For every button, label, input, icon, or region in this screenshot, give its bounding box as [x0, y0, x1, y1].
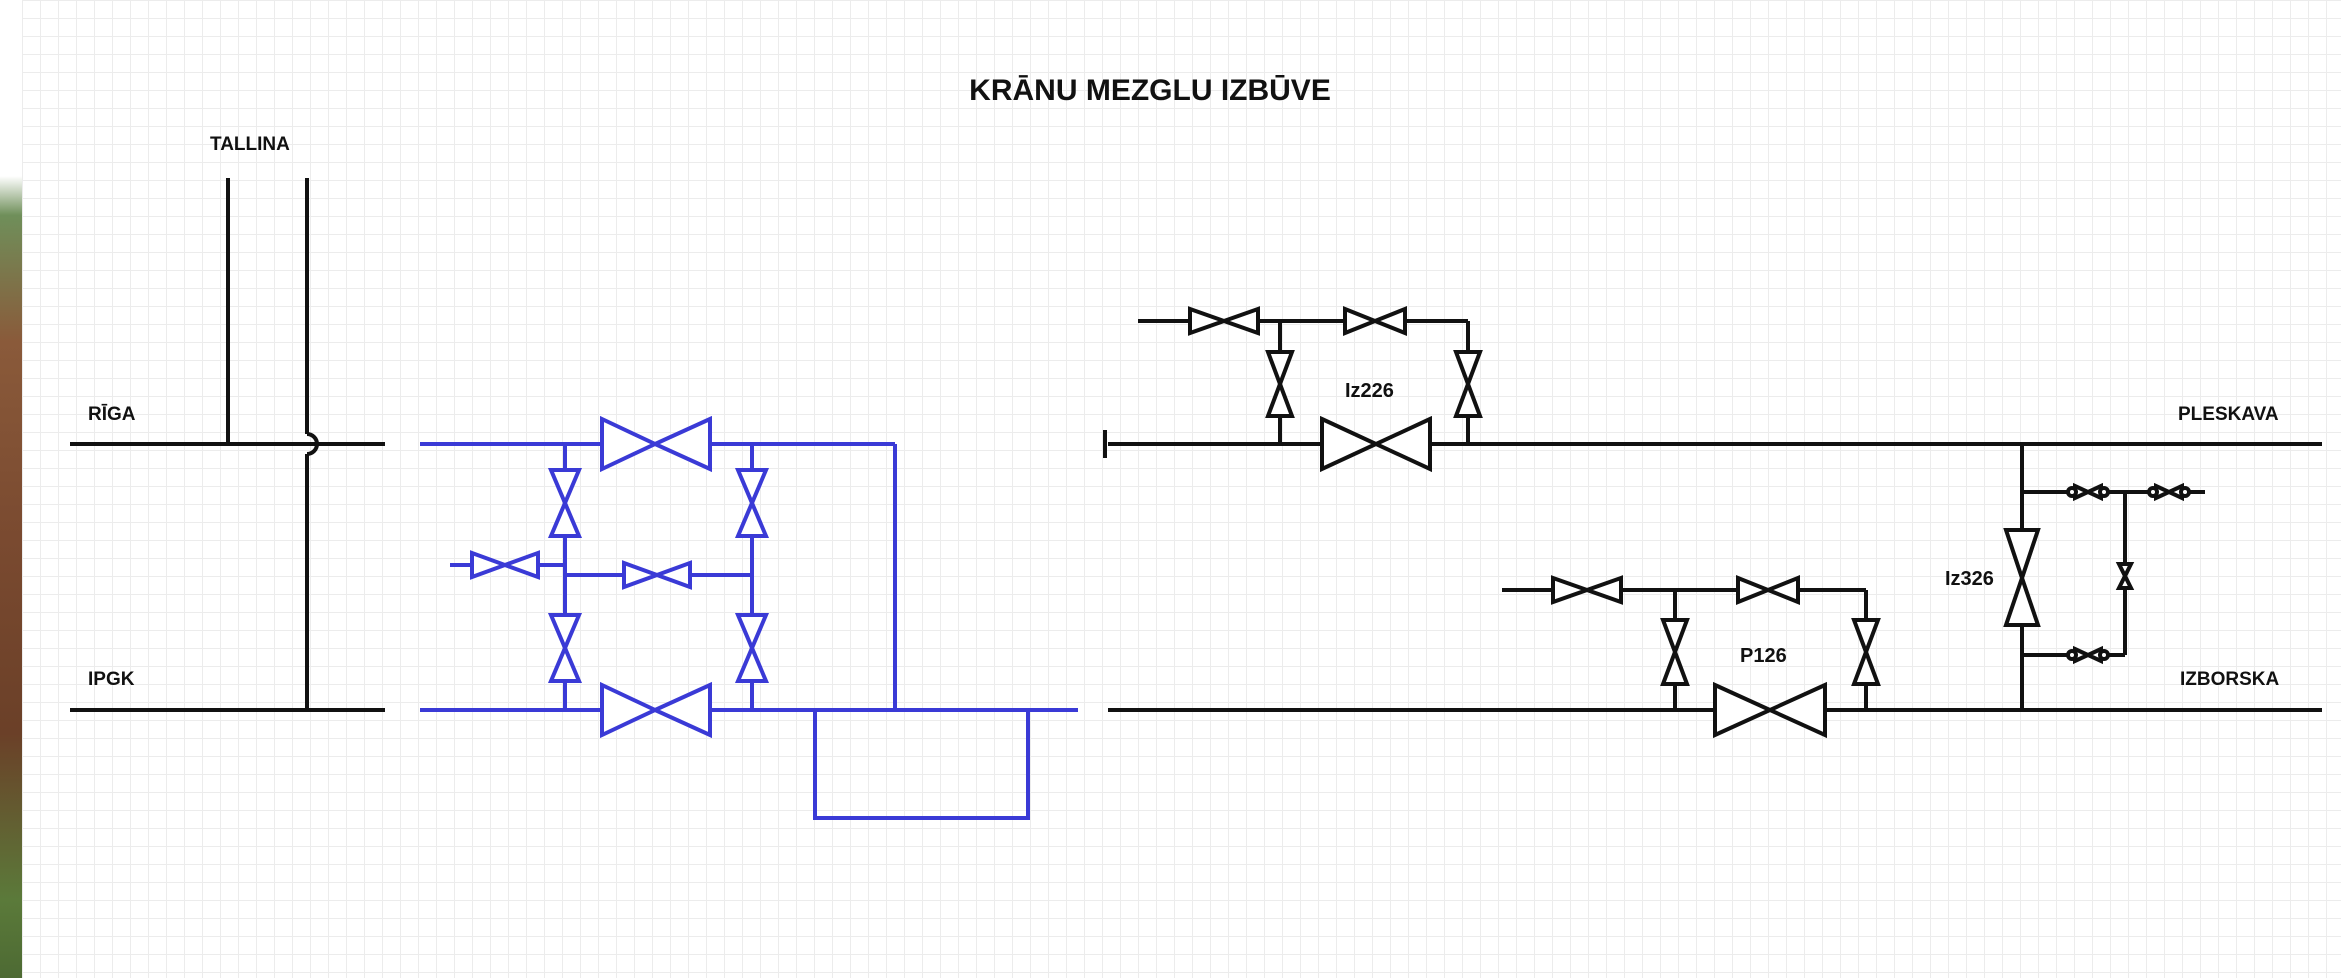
valve-blue-lower-left — [600, 681, 660, 739]
valve-blue-v4b — [734, 642, 770, 683]
valve-blue-v1a — [547, 468, 583, 509]
label-p126: P126 — [1740, 645, 1787, 667]
valve-p126-b — [1765, 681, 1827, 739]
background-photo-strip — [0, 0, 22, 978]
diagram-title: KRĀNU MEZGLU IZBŪVE — [969, 74, 1331, 107]
valve-blue-mid-a — [622, 560, 663, 590]
label-pleskava: PLESKAVA — [2178, 404, 2279, 425]
valve-iz226-b — [1371, 415, 1432, 473]
valve-iz226-a — [1320, 415, 1381, 473]
valve-iz326-a — [2003, 528, 2041, 585]
valve-blue-lower-right — [650, 681, 712, 739]
valve-iz326-b — [2003, 571, 2041, 627]
blue-valve-node — [420, 415, 1078, 820]
valve-blue-v2b — [734, 497, 770, 538]
valve-p126-a — [1713, 681, 1775, 739]
pipe-crossover — [306, 432, 319, 456]
label-tallina: TALLINA — [210, 134, 290, 155]
label-ipgk: IPGK — [88, 669, 135, 690]
label-iz226: Iz226 — [1345, 380, 1394, 402]
valve-blue-v1b — [547, 497, 583, 538]
diagram-canvas — [22, 0, 2341, 978]
blue-loop-pipe — [813, 710, 1030, 820]
valve-blue-upper-left — [600, 415, 660, 473]
left-pipeline — [70, 178, 385, 712]
label-iz326: Iz326 — [1945, 568, 1994, 590]
valve-blue-v4a — [734, 613, 770, 654]
valve-blue-v2a — [734, 468, 770, 509]
valve-blue-side-b — [499, 550, 540, 580]
label-riga: RĪGA — [88, 404, 136, 425]
valve-blue-v3a — [547, 613, 583, 654]
valve-blue-side-a — [470, 550, 511, 580]
right-pipeline — [1103, 306, 2322, 739]
valve-blue-mid-b — [651, 560, 692, 590]
valve-blue-upper-right — [650, 415, 712, 473]
valve-blue-v3b — [547, 642, 583, 683]
label-izborska: IZBORSKA — [2180, 669, 2280, 690]
